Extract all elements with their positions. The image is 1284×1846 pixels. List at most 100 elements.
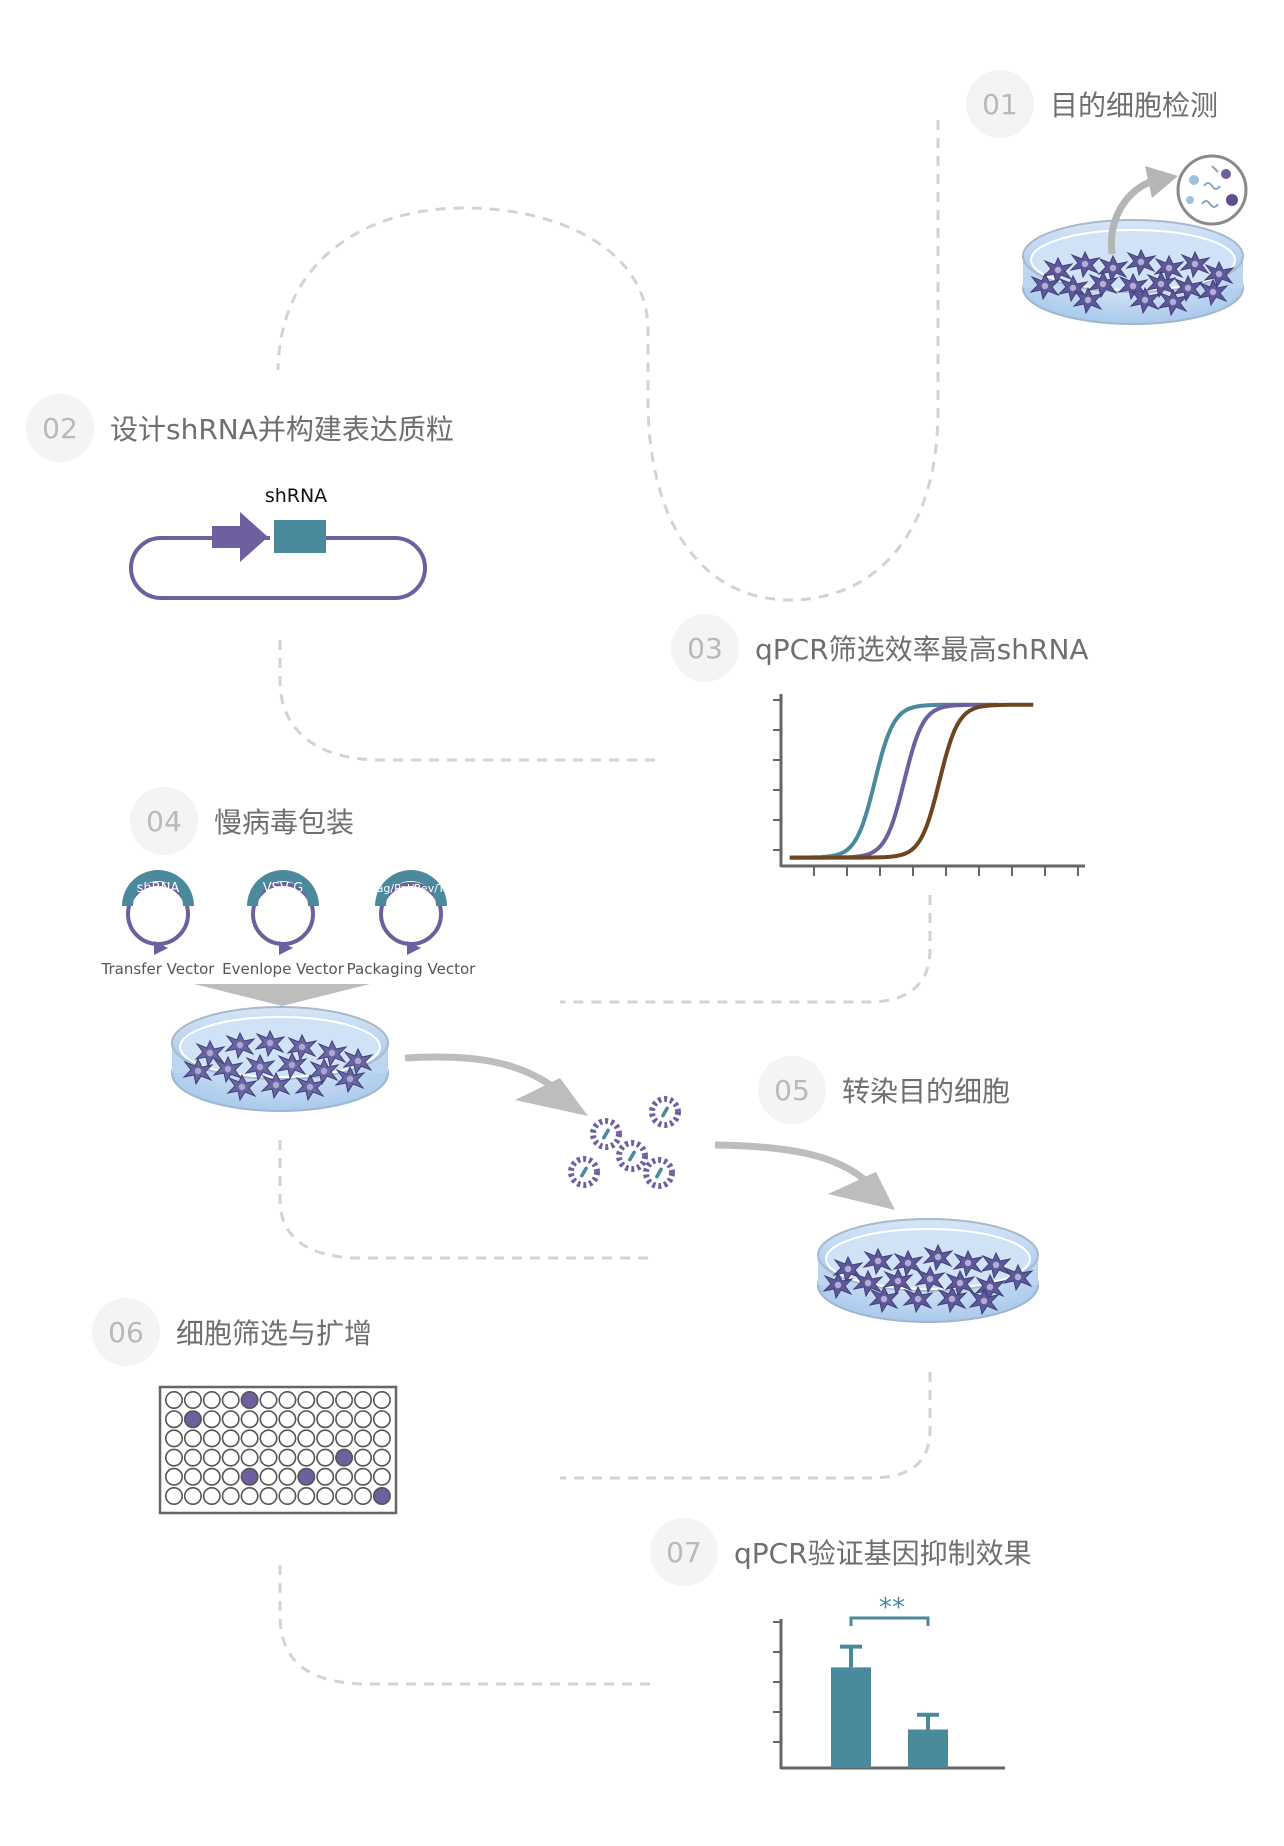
amplification-curve-2: [789, 702, 999, 860]
step-01: 01 目的细胞检测: [966, 70, 1218, 138]
well: [335, 1467, 354, 1486]
well: [183, 1391, 202, 1410]
well: [221, 1448, 240, 1467]
well-filled: [372, 1487, 391, 1506]
well-plate: [158, 1385, 398, 1515]
well: [278, 1410, 297, 1429]
funnel-arrow: [194, 984, 370, 1006]
well-filled: [297, 1467, 316, 1486]
curved-arrow: [714, 1141, 878, 1193]
well: [335, 1487, 354, 1506]
well: [165, 1448, 184, 1467]
well: [259, 1429, 278, 1448]
well: [202, 1487, 221, 1506]
packaging-dish: [171, 1006, 389, 1112]
well: [353, 1467, 372, 1486]
step-number: 07: [650, 1518, 718, 1586]
well: [316, 1467, 335, 1486]
well: [165, 1429, 184, 1448]
step-06: 06 细胞筛选与扩增: [92, 1298, 372, 1366]
vector-tag: shRNA: [137, 881, 180, 896]
well: [259, 1448, 278, 1467]
step-title: 设计shRNA并构建表达质粒: [110, 413, 454, 446]
well-filled: [240, 1391, 259, 1410]
well: [372, 1410, 391, 1429]
dashed-flow-path: [276, 120, 940, 1686]
vector-label: Evenlope Vector: [222, 960, 345, 978]
well: [353, 1429, 372, 1448]
step-title: qPCR验证基因抑制效果: [734, 1537, 1032, 1570]
qpcr-bar-chart: **: [773, 1593, 1005, 1770]
well: [316, 1410, 335, 1429]
vector-tag: Gag/Pol/Rev/Tat: [368, 882, 454, 895]
amplification-curve-1: [789, 702, 969, 860]
step-number: 04: [130, 787, 198, 855]
well: [353, 1410, 372, 1429]
well: [183, 1429, 202, 1448]
well: [278, 1429, 297, 1448]
well: [372, 1429, 391, 1448]
significance-bracket: [849, 1616, 930, 1626]
well: [221, 1410, 240, 1429]
well: [297, 1448, 316, 1467]
well: [278, 1467, 297, 1486]
shrna-insert-label: shRNA: [265, 485, 327, 507]
well: [297, 1429, 316, 1448]
well: [278, 1487, 297, 1506]
well: [183, 1467, 202, 1486]
well: [297, 1410, 316, 1429]
well: [165, 1487, 184, 1506]
well-filled: [183, 1410, 202, 1429]
well: [221, 1467, 240, 1486]
well: [353, 1448, 372, 1467]
curved-arrow: [404, 1053, 563, 1095]
well: [316, 1391, 335, 1410]
step-title: 慢病毒包装: [214, 806, 355, 839]
well: [297, 1391, 316, 1410]
well: [316, 1487, 335, 1506]
well: [372, 1391, 391, 1410]
well: [183, 1448, 202, 1467]
step-03: 03 qPCR筛选效率最高shRNA: [671, 614, 1089, 682]
well: [259, 1410, 278, 1429]
well: [202, 1410, 221, 1429]
well: [278, 1448, 297, 1467]
step-title: 细胞筛选与扩增: [176, 1317, 373, 1350]
well: [316, 1429, 335, 1448]
well: [259, 1487, 278, 1506]
lentivirus-particles: [571, 1099, 678, 1186]
step-number: 05: [758, 1056, 826, 1124]
well: [221, 1429, 240, 1448]
step-number: 02: [26, 394, 94, 462]
well: [335, 1429, 354, 1448]
well: [240, 1448, 259, 1467]
well: [259, 1391, 278, 1410]
plasmid-diagram: shRNA: [129, 485, 427, 600]
well: [202, 1448, 221, 1467]
magnified-view-circle: [1176, 154, 1248, 226]
well: [353, 1487, 372, 1506]
shrna-insert: [274, 520, 326, 553]
amplification-curve-3: [789, 702, 1034, 860]
well: [259, 1467, 278, 1486]
well: [240, 1429, 259, 1448]
well: [202, 1391, 221, 1410]
well: [221, 1391, 240, 1410]
vector-label: Packaging Vector: [347, 960, 477, 978]
promoter-arrow: [212, 512, 268, 562]
step-title: 转染目的细胞: [842, 1075, 1011, 1108]
step-04: 04 慢病毒包装: [130, 787, 354, 855]
well: [202, 1429, 221, 1448]
step-number: 03: [671, 614, 739, 682]
well: [353, 1391, 372, 1410]
well: [316, 1448, 335, 1467]
step-07: 07 qPCR验证基因抑制效果: [650, 1518, 1032, 1586]
bar-2: [908, 1729, 948, 1768]
transfected-dish: [817, 1218, 1039, 1323]
well: [165, 1410, 184, 1429]
well-filled: [335, 1448, 354, 1467]
well: [202, 1467, 221, 1486]
